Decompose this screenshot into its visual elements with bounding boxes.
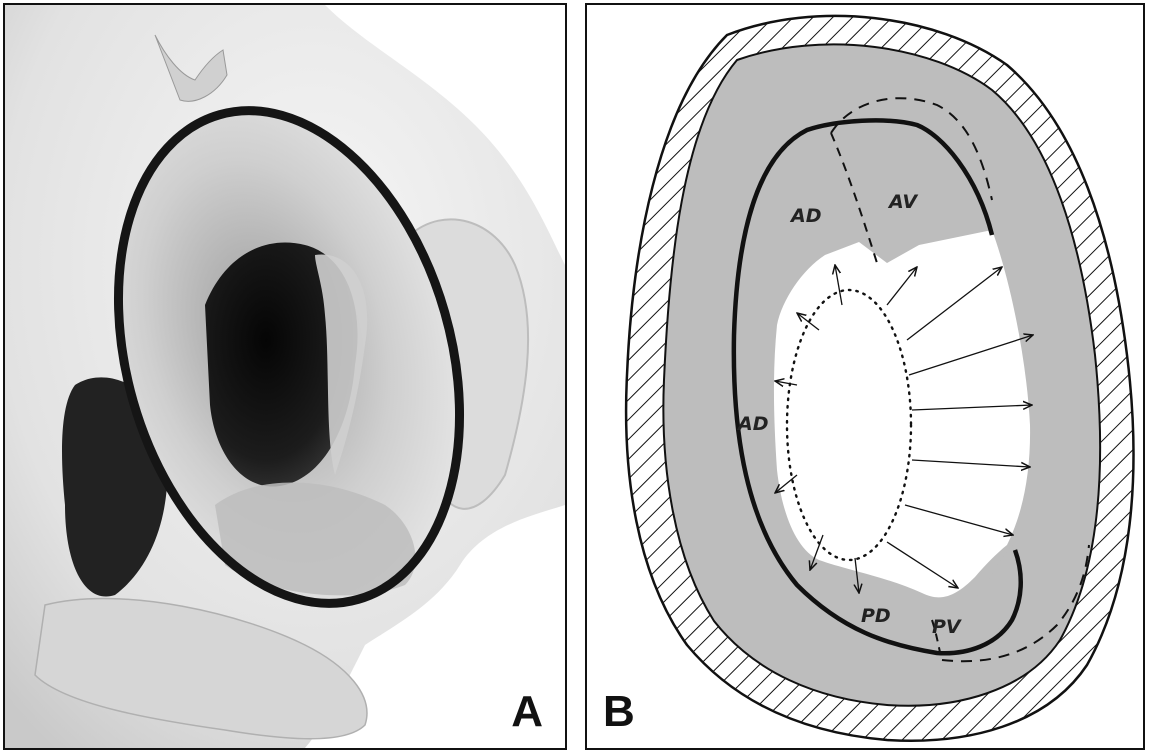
panel-b: AD AV AD PD PV B [585,3,1145,750]
specimen-photo [5,5,565,748]
label-pv: PV [932,616,962,638]
label-pd: PD [861,605,891,627]
panel-a: A [3,3,567,750]
panel-label-a: A [511,690,543,734]
panel-label-b: B [603,690,635,734]
label-ad-left: AD [736,413,768,435]
schematic-diagram: AD AV AD PD PV [587,5,1143,748]
label-ad-upper: AD [789,205,821,227]
label-av: AV [887,191,918,213]
